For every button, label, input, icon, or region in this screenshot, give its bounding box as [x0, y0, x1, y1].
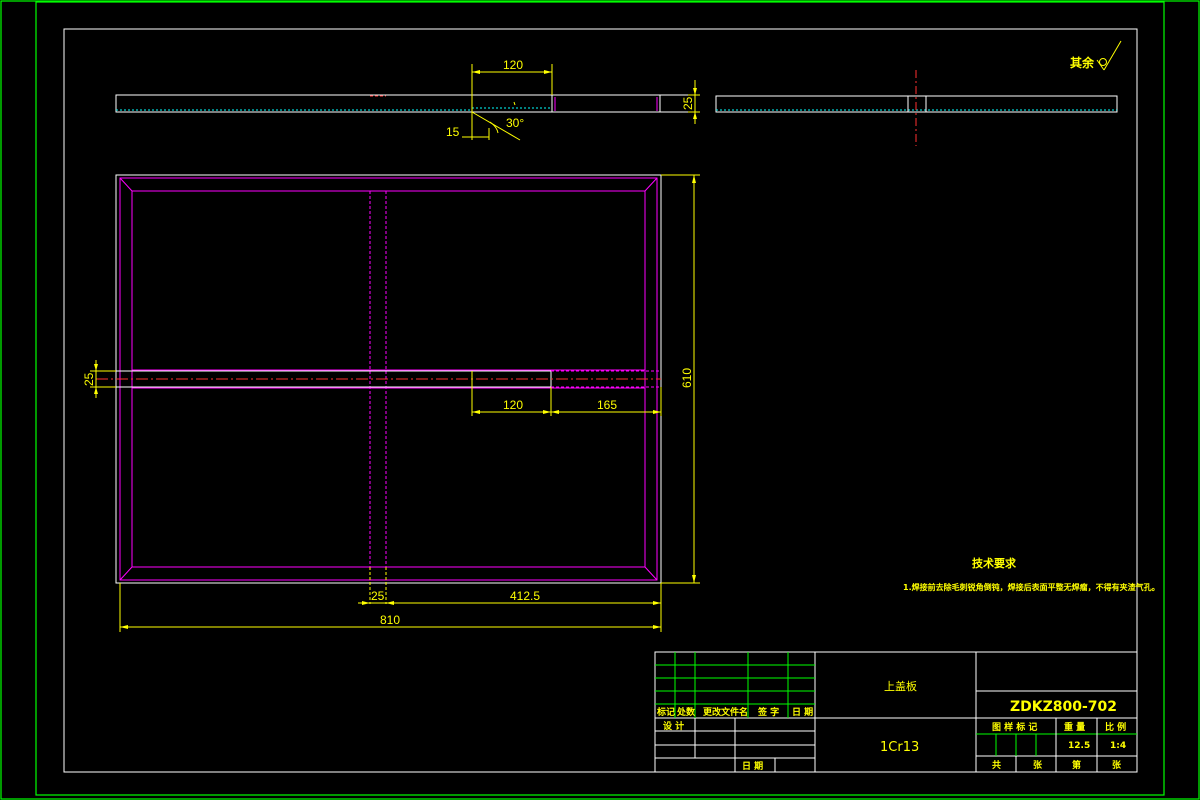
inner-frame — [63, 28, 1138, 773]
title-block — [654, 651, 1138, 773]
dim-top-120: 120 — [503, 58, 523, 72]
tb-hdr-sign: 签 字 — [757, 706, 779, 718]
tech-req-title: 技术要求 — [972, 556, 1017, 570]
drawing-number: ZDKZ800-702 — [1010, 699, 1117, 715]
tb-hdr-count: 处数 — [676, 706, 696, 718]
tb-hdr-mark: 标记 — [656, 706, 675, 718]
tb-hdr-date: 日 期 — [792, 706, 813, 718]
dim-top-15: 15 — [446, 125, 460, 139]
tb-sheet-unit-1: 张 — [1033, 759, 1043, 771]
material: 1Cr13 — [880, 740, 919, 755]
plan-view — [90, 174, 700, 632]
tb-date: 日 期 — [742, 760, 763, 772]
part-name: 上盖板 — [884, 679, 917, 693]
top-section-view — [115, 64, 700, 141]
tb-sheet-unit-2: 张 — [1112, 759, 1122, 771]
drawing-border — [35, 1, 1165, 796]
tb-hdr-doc: 更改文件名 — [703, 706, 748, 718]
tb-stage: 图 样 标 记 — [992, 721, 1037, 733]
dim-plan-25-slot: 25 — [82, 372, 96, 386]
dim-plan-120: 120 — [503, 398, 523, 412]
tech-req-item-1: 1.焊接前去除毛刺锐角倒钝，焊接后表面平整无焊瘤，不得有夹渣气孔。 — [903, 582, 1160, 592]
dim-top-angle: 30° — [506, 116, 524, 130]
dim-plan-810: 810 — [380, 613, 400, 627]
side-section-view — [715, 70, 1118, 146]
dim-plan-412-5: 412.5 — [510, 589, 540, 603]
dim-plan-165: 165 — [597, 398, 617, 412]
tb-weight: 重 量 — [1064, 721, 1085, 733]
dim-plan-610: 610 — [680, 368, 694, 388]
tb-scale: 比 例 — [1105, 721, 1126, 733]
tb-design: 设 计 — [663, 720, 684, 732]
dim-plan-25-bottom: 25 — [371, 589, 385, 603]
tb-weight-value: 12.5 — [1068, 741, 1090, 751]
tb-sheet-no: 第 — [1072, 759, 1081, 771]
tb-scale-value: 1:4 — [1110, 741, 1126, 751]
tb-total: 共 — [992, 759, 1001, 771]
surface-finish-label: 其余 — [1070, 55, 1095, 70]
dim-top-25: 25 — [681, 96, 695, 110]
surface-roughness-icon — [1096, 40, 1122, 71]
